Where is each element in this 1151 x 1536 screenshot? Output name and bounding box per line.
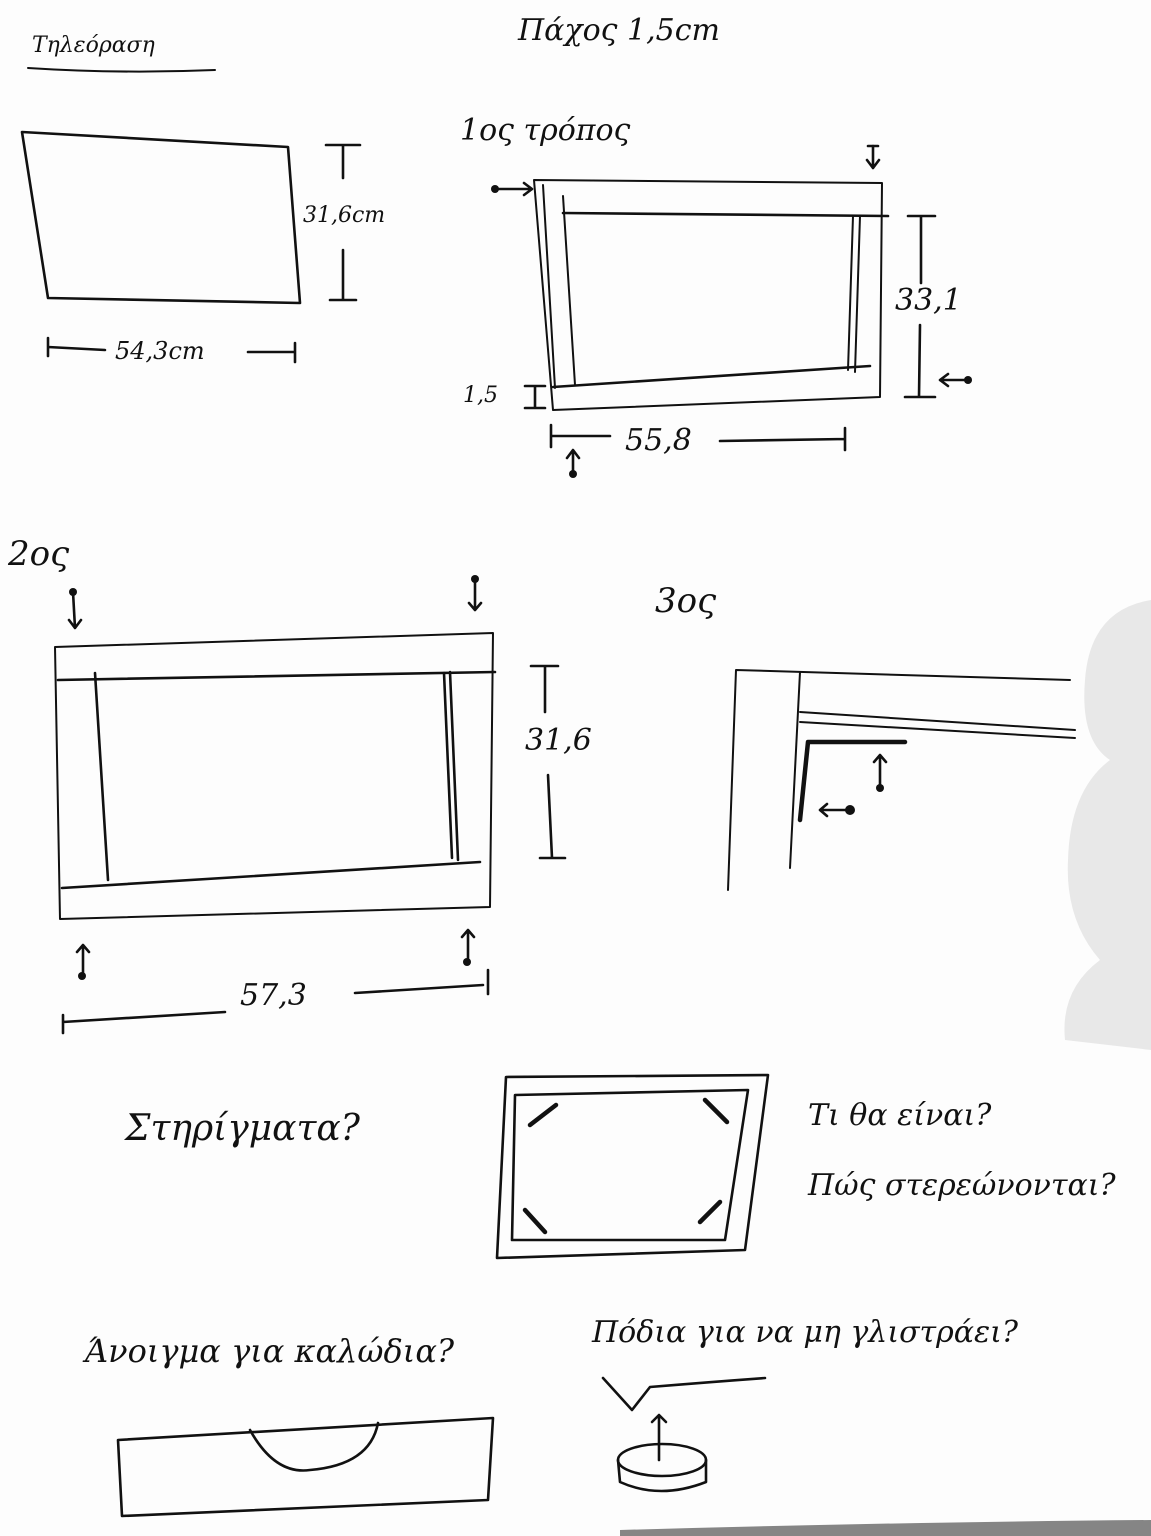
method1-frame-outer [533,179,883,411]
tv-width-label: 54,3cm [115,337,205,365]
method3-frame-outer [727,669,1071,891]
method1-screw-head-icon [964,376,972,384]
method2-fastener-arrow [467,578,483,612]
supports-question-what: Τι θα είναι? [808,1098,992,1133]
method2-sketch: 2ος 31,6 57,3 [7,534,592,1035]
method3-title: 3ος [655,581,717,621]
method2-frame-sides [93,670,460,882]
method2-fastener-arrow [75,943,91,976]
feet-board-edge [601,1376,767,1412]
method1-frame-top-inner [561,211,890,218]
supports-frame-inner [510,1088,750,1242]
method2-screw-head-icon [463,958,471,966]
method2-height-dimension [529,664,567,860]
method3-fastener-arrow [872,753,888,787]
thickness-note: Πάχος 1,5cm [517,13,720,48]
method1-height-dimension [903,214,937,399]
title-underline [27,67,216,73]
method2-title: 2ος [7,534,70,574]
method2-fastener-arrow [67,590,83,630]
method3-frame-inner [789,671,1076,869]
method2-frame-bottom-inner [60,860,482,890]
tv-height-dimension [324,143,362,302]
paper-edge-shadow [620,1520,1151,1536]
tv-outline [20,130,302,305]
method3-sketch: 3ος [655,581,1076,891]
feet-section: Πόδια για να μη γλιστράει? [591,1315,1019,1493]
supports-section: Στηρίγματα? Τι θα είναι? Πώς στερεώνοντα… [123,1073,1116,1260]
method1-screw-head-icon [569,470,577,478]
tv-height-label: 31,6cm [303,203,385,228]
feet-question: Πόδια για να μη γλιστράει? [591,1315,1019,1350]
method1-title: 1ος τρόπος [460,113,631,148]
method1-sketch: 1ος τρόπος 33,1 1,5 55,8 [460,113,972,478]
finger-shadow [1064,600,1151,1050]
method2-screw-head-icon [471,575,479,583]
feet-arrow [650,1413,668,1462]
supports-corner-brackets [522,1097,730,1235]
method2-width-dimension [61,968,490,1035]
method3-screw-head-icon [876,784,884,792]
method1-frame-bottom-inner [551,364,872,389]
rubber-foot-top [616,1442,708,1478]
method2-screw-head-icon [78,972,86,980]
method1-thickness-label: 1,5 [463,383,498,408]
section-title: Τηλεόραση [32,33,155,58]
cable-opening-section: Άνοιγμα για καλώδια? [82,1332,495,1518]
method3-fastener-arrow [818,802,850,818]
method3-screw-head-icon [845,805,855,815]
supports-frame-outer [495,1073,770,1260]
method2-screw-head-icon [69,588,77,596]
method1-frame-sides [562,195,861,386]
tv-sketch: 31,6cm 54,3cm [20,130,385,365]
method2-fastener-arrow [460,928,476,962]
method1-fastener-arrow-top [865,144,881,170]
method2-height-label: 31,6 [525,723,592,758]
method1-fastener-arrow-bottom [565,448,581,474]
method1-fastener-arrow-right [938,372,970,388]
rubber-foot-side [616,1458,708,1493]
method1-width-label: 55,8 [625,423,692,458]
method3-corner-support [797,739,908,823]
supports-question: Στηρίγματα? [123,1108,361,1149]
cable-board-outline [116,1416,495,1518]
method1-frame-left-inner [542,184,556,389]
supports-question-how: Πώς στερεώνονται? [807,1168,1116,1203]
method2-frame-outer [54,632,494,920]
method1-fastener-arrow-left [493,181,534,197]
tv-width-dimension [46,336,297,364]
cable-opening-question: Άνοιγμα για καλώδια? [82,1332,455,1370]
method2-frame-top-inner [56,670,497,682]
method1-thickness-dimension [523,384,547,410]
method2-width-label: 57,3 [240,978,307,1013]
method1-screw-head-icon [491,185,499,193]
method1-width-dimension [549,423,847,452]
method1-height-label: 33,1 [895,283,962,318]
cable-opening-cutout [248,1421,380,1472]
